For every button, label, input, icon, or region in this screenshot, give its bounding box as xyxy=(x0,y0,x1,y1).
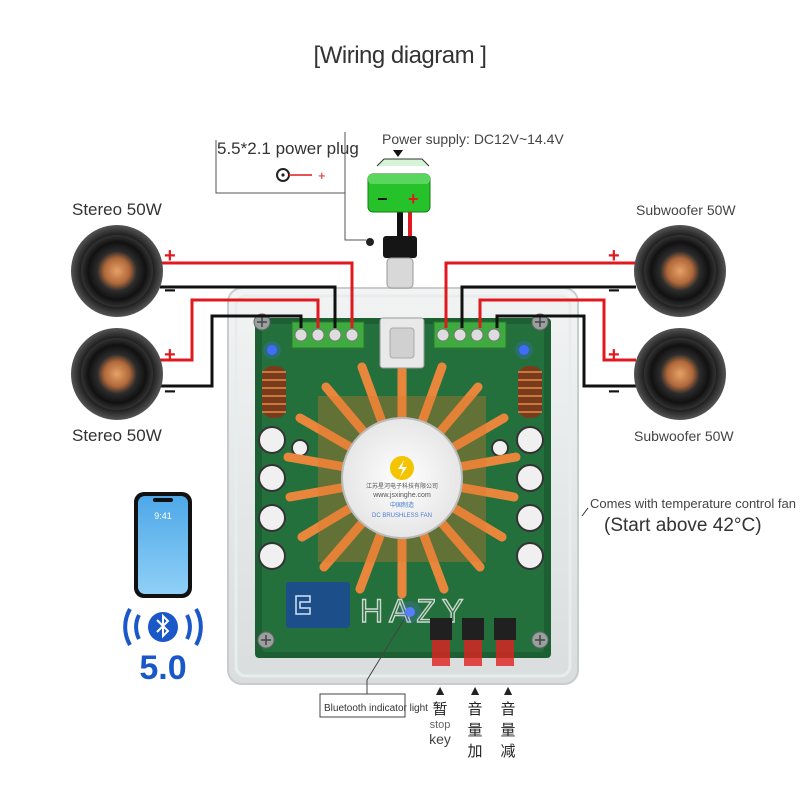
polarity-plus: + xyxy=(164,344,176,366)
page-title: [Wiring diagram ] xyxy=(313,42,487,69)
bt-light-label: Bluetooth indicator light xyxy=(324,703,428,714)
speaker-label-top-right: Subwoofer 50W xyxy=(636,202,736,218)
terminal-block-left xyxy=(291,321,365,349)
battery-minus: − xyxy=(377,189,388,209)
polarity-plus: + xyxy=(608,245,620,267)
speaker-wires xyxy=(160,212,636,388)
fan-url: www.jsxinghe.com xyxy=(372,492,431,499)
polarity-plus: + xyxy=(608,344,620,366)
fan-type: DC BRUSHLESS FAN xyxy=(372,513,432,519)
phone-icon xyxy=(134,492,192,598)
plug-plus: + xyxy=(318,168,326,183)
speaker-label-bottom-left: Stereo 50W xyxy=(72,426,162,445)
power-plug-box xyxy=(215,132,374,246)
button-label-stop: ▲ 暂 stop key xyxy=(429,682,451,747)
fan-note-line2: (Start above 42°C) xyxy=(604,515,762,536)
fan-note-line1: Comes with temperature control fan xyxy=(590,496,796,511)
speaker-top-right xyxy=(634,225,726,317)
screw-icon xyxy=(253,313,549,649)
polarity-minus: − xyxy=(608,381,620,403)
cooling-fan xyxy=(341,417,463,539)
inductor-icon xyxy=(262,366,542,418)
battery-icon xyxy=(367,150,431,213)
bluetooth-indicator-light xyxy=(405,607,415,617)
terminal-block-right xyxy=(433,321,507,349)
led-icon xyxy=(519,345,529,355)
bluetooth-module xyxy=(286,582,350,628)
speaker-label-bottom-right: Subwoofer 50W xyxy=(634,428,734,444)
speaker-label-top-left: Stereo 50W xyxy=(72,200,162,219)
fan-brand: 中国制造 xyxy=(390,501,414,509)
power-connector xyxy=(383,236,417,289)
bluetooth-icon xyxy=(123,608,203,646)
speaker-bottom-right xyxy=(634,328,726,420)
fan-company: 江苏星河电子科技有限公司 xyxy=(366,482,438,490)
capacitor-icon xyxy=(258,426,544,570)
dc-input-jack xyxy=(379,317,425,369)
polarity-plus: + xyxy=(164,245,176,267)
button-label-volume-up: ▲ 音 量 加 xyxy=(467,682,483,760)
polarity-minus: − xyxy=(164,280,176,302)
led-icon xyxy=(267,345,277,355)
polarity-minus: − xyxy=(164,381,176,403)
bluetooth-version: 5.0 xyxy=(139,649,186,687)
power-plug-label: 5.5*2.1 power plug xyxy=(217,139,359,158)
power-supply-label: Power supply: DC12V~14.4V xyxy=(382,131,564,147)
button-label-volume-down: ▲ 音 量 减 xyxy=(500,682,516,760)
speaker-bottom-left xyxy=(71,328,163,420)
button-row xyxy=(430,618,516,666)
bt-light-callout xyxy=(319,680,406,718)
battery-plus: + xyxy=(408,189,419,209)
speaker-top-left xyxy=(71,225,163,317)
phone-time: 9:41 xyxy=(154,511,172,521)
polarity-minus: − xyxy=(608,280,620,302)
